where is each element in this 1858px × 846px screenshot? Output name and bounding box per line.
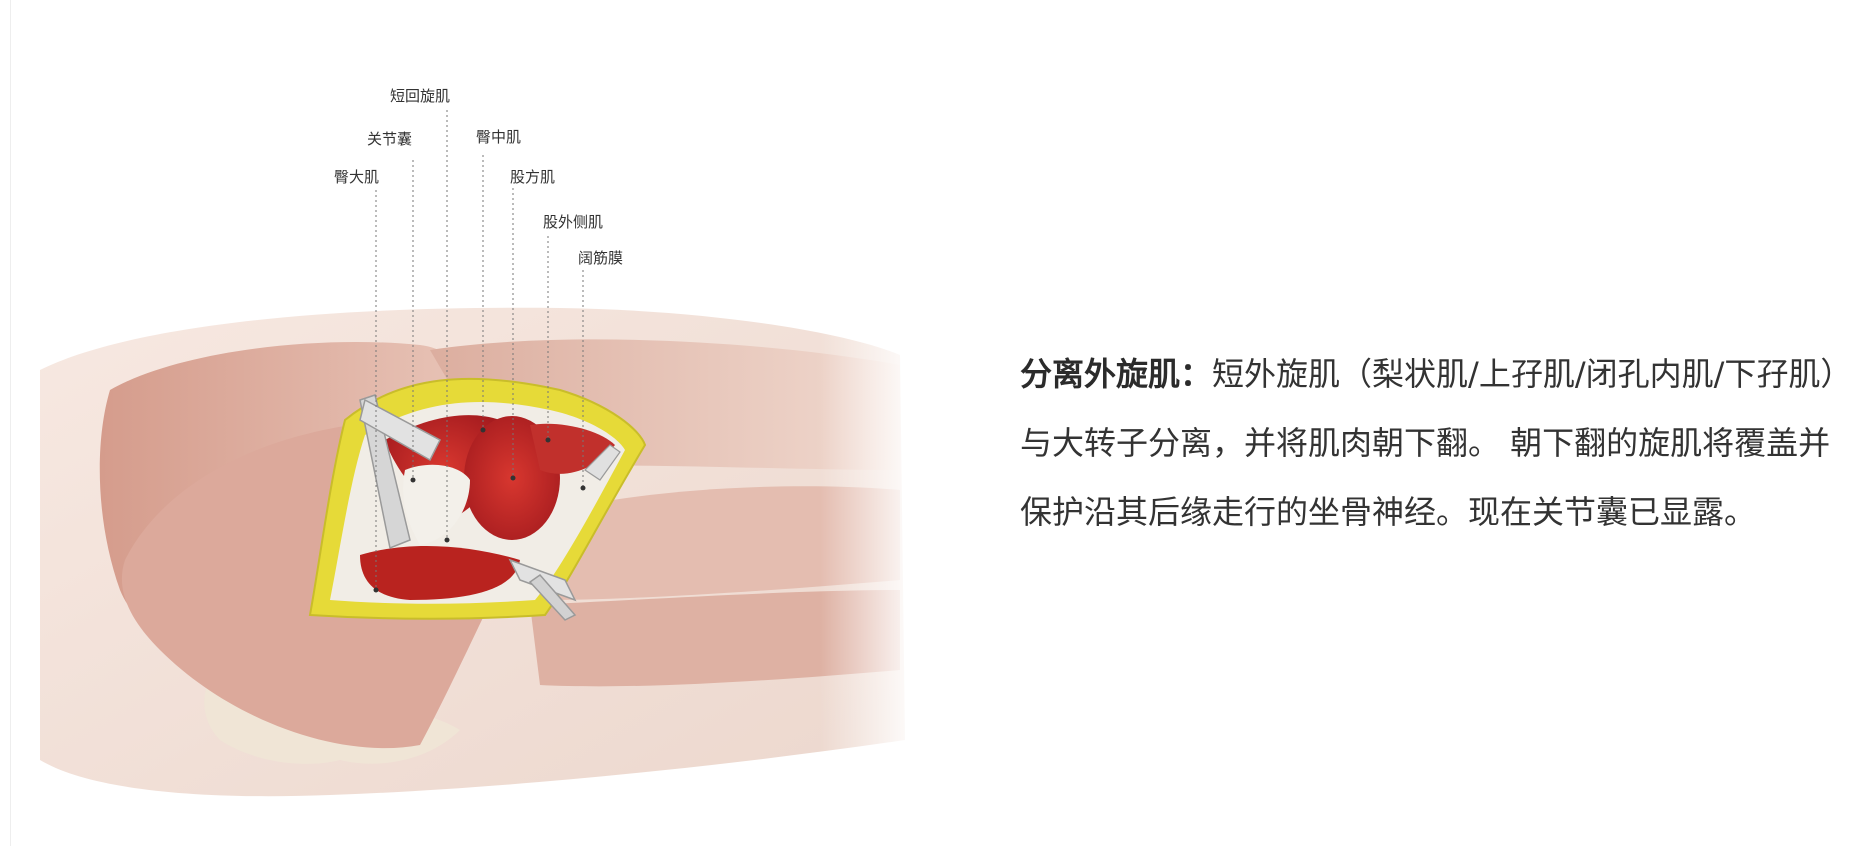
- short-rotators-red: [360, 545, 520, 600]
- caption-body: 短外旋肌（梨状肌/上孖肌/闭孔内肌/下孖肌）与大转子分离，并将肌肉朝下翻。 朝下…: [1020, 355, 1837, 531]
- retractor-upper-right: [584, 444, 621, 481]
- leader-dot-gluteus-medius: [480, 427, 486, 433]
- label-quadratus-femoris: 股方肌: [510, 168, 556, 186]
- retractor-left-head: [359, 398, 441, 462]
- leader-dot-vastus-lateralis: [545, 437, 551, 443]
- caption-separator: ：: [1180, 355, 1213, 393]
- caption-text: 分离外旋肌：短外旋肌（梨状肌/上孖肌/闭孔内肌/下孖肌）与大转子分离，并将肌肉朝…: [1020, 340, 1850, 547]
- thigh-muscle-middle: [520, 486, 900, 600]
- leader-dot-joint-capsule: [410, 477, 416, 483]
- leader-dot-gluteus-maximus: [373, 587, 379, 593]
- page-divider: [10, 0, 11, 846]
- anatomy-drawing: [40, 110, 920, 800]
- thigh-muscle-lower: [530, 590, 900, 687]
- leader-dot-quadratus-femoris: [510, 475, 516, 481]
- joint-capsule-shape: [403, 464, 470, 545]
- label-gluteus-medius: 臀中肌: [476, 128, 522, 146]
- leader-dot-short-rotators: [444, 537, 450, 543]
- label-vastus-lateralis: 股外侧肌: [543, 213, 604, 231]
- label-short-rotators: 短回旋肌: [390, 87, 451, 105]
- hip-surgery-illustration: 短回旋肌 关节囊 臀中肌 臀大肌 股方肌 股外侧肌 阔筋膜: [40, 87, 920, 800]
- retractor-right-handle: [528, 573, 577, 621]
- retractor-left: [359, 394, 411, 550]
- label-gluteus-maximus: 臀大肌: [334, 168, 380, 186]
- leader-dot-fascia-lata: [580, 485, 586, 491]
- label-joint-capsule: 关节囊: [367, 130, 413, 148]
- caption-title: 分离外旋肌: [1020, 355, 1181, 393]
- label-fascia-lata: 阔筋膜: [578, 249, 624, 267]
